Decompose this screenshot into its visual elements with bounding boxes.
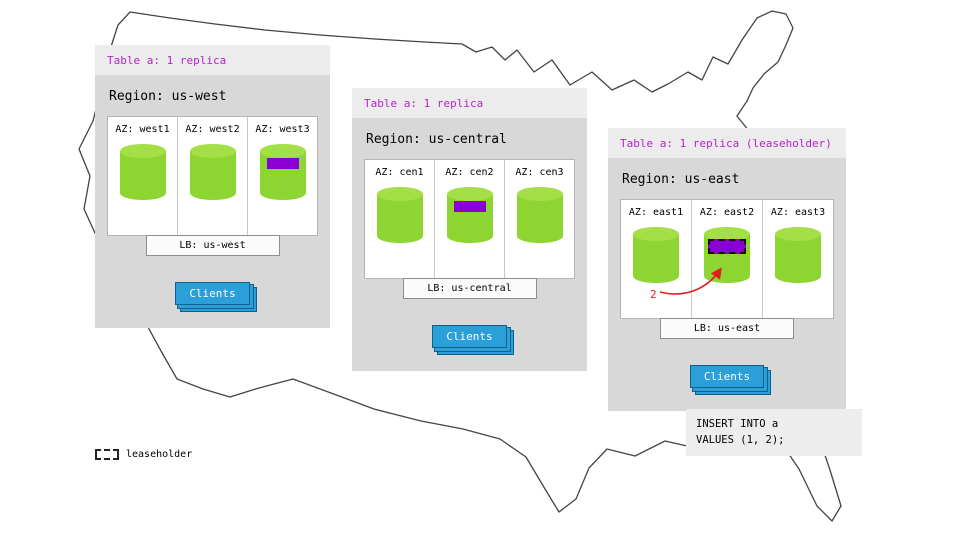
clients-button: Clients bbox=[175, 282, 250, 305]
az-west1: AZ: west1 bbox=[108, 117, 178, 235]
table-replica-header: Table a: 1 replica (leaseholder) bbox=[608, 128, 846, 158]
az-group: AZ: east1 AZ: east2 AZ: east3 bbox=[620, 199, 834, 319]
replica-node-cylinder bbox=[775, 227, 821, 283]
az-east3: AZ: east3 bbox=[763, 200, 833, 318]
region-title: Region: us-west bbox=[109, 89, 227, 104]
region-panel-us-east: Table a: 1 replica (leaseholder) Region:… bbox=[608, 128, 846, 411]
replica-node-cylinder bbox=[704, 227, 750, 283]
region-panel-us-central: Table a: 1 replica Region: us-central AZ… bbox=[352, 88, 587, 371]
az-cen3: AZ: cen3 bbox=[505, 160, 574, 278]
az-label: AZ: east3 bbox=[770, 207, 826, 218]
cylinder-top bbox=[259, 144, 306, 158]
cylinder-top bbox=[704, 227, 750, 241]
legend: leaseholder bbox=[95, 449, 192, 460]
cylinder-body bbox=[775, 234, 821, 283]
load-balancer-box: LB: us-east bbox=[660, 318, 794, 339]
cylinder-top bbox=[446, 187, 493, 201]
cylinder-body bbox=[189, 151, 236, 200]
sql-line-2: VALUES (1, 2); bbox=[696, 434, 785, 447]
cylinder-top bbox=[775, 227, 821, 241]
region-body: Region: us-east AZ: east1 AZ: east2 AZ: … bbox=[608, 158, 846, 411]
replica-node-cylinder bbox=[446, 187, 493, 243]
az-label: AZ: cen1 bbox=[375, 167, 424, 178]
replica-node-cylinder bbox=[189, 144, 236, 200]
az-label: AZ: east1 bbox=[628, 207, 684, 218]
az-east2: AZ: east2 bbox=[692, 200, 763, 318]
step-2-label: 2 bbox=[650, 288, 657, 301]
table-replica-header: Table a: 1 replica bbox=[95, 45, 330, 75]
replica-node-cylinder bbox=[376, 187, 423, 243]
region-title: Region: us-central bbox=[366, 132, 507, 147]
cylinder-top bbox=[633, 227, 679, 241]
az-group: AZ: west1 AZ: west2 AZ: west3 bbox=[107, 116, 318, 236]
leaseholder-legend-swatch bbox=[95, 449, 119, 460]
load-balancer-box: LB: us-central bbox=[402, 278, 537, 299]
legend-label: leaseholder bbox=[126, 449, 193, 460]
cylinder-body bbox=[516, 194, 563, 243]
load-balancer-box: LB: us-west bbox=[145, 235, 280, 256]
table-replica-header: Table a: 1 replica bbox=[352, 88, 587, 118]
cylinder-top bbox=[376, 187, 423, 201]
az-label: AZ: west3 bbox=[255, 124, 310, 135]
az-west3: AZ: west3 bbox=[248, 117, 317, 235]
sql-statement-note: INSERT INTO a VALUES (1, 2); bbox=[686, 409, 862, 456]
cylinder-top bbox=[516, 187, 563, 201]
replica-node-cylinder bbox=[633, 227, 679, 283]
az-label: AZ: west2 bbox=[185, 124, 240, 135]
az-west2: AZ: west2 bbox=[178, 117, 248, 235]
region-panel-us-west: Table a: 1 replica Region: us-west AZ: w… bbox=[95, 45, 330, 328]
cylinder-top bbox=[189, 144, 236, 158]
az-label: AZ: west1 bbox=[115, 124, 170, 135]
region-title: Region: us-east bbox=[622, 172, 740, 187]
sql-line-1: INSERT INTO a bbox=[696, 418, 779, 430]
cylinder-top bbox=[119, 144, 166, 158]
clients-row: Clients bbox=[107, 282, 318, 316]
az-cen2: AZ: cen2 bbox=[435, 160, 505, 278]
clients-row: Clients bbox=[364, 325, 575, 359]
cylinder-body bbox=[633, 234, 679, 283]
az-cen1: AZ: cen1 bbox=[365, 160, 435, 278]
clients-button: Clients bbox=[689, 365, 765, 388]
clients-row: Clients bbox=[620, 365, 834, 399]
az-label: AZ: cen2 bbox=[445, 167, 494, 178]
replica-range-marker bbox=[266, 158, 299, 169]
cylinder-body bbox=[376, 194, 423, 243]
region-body: Region: us-west AZ: west1 AZ: west2 AZ: … bbox=[95, 75, 330, 328]
replica-node-cylinder bbox=[516, 187, 563, 243]
az-group: AZ: cen1 AZ: cen2 AZ: cen3 bbox=[364, 159, 575, 279]
replica-node-cylinder bbox=[259, 144, 306, 200]
cylinder-body bbox=[119, 151, 166, 200]
az-label: AZ: east2 bbox=[699, 207, 755, 218]
leaseholder-marker bbox=[708, 239, 746, 254]
replica-node-cylinder bbox=[119, 144, 166, 200]
clients-button: Clients bbox=[432, 325, 507, 348]
az-label: AZ: cen3 bbox=[515, 167, 564, 178]
region-body: Region: us-central AZ: cen1 AZ: cen2 AZ:… bbox=[352, 118, 587, 371]
replica-range-marker bbox=[453, 201, 486, 212]
